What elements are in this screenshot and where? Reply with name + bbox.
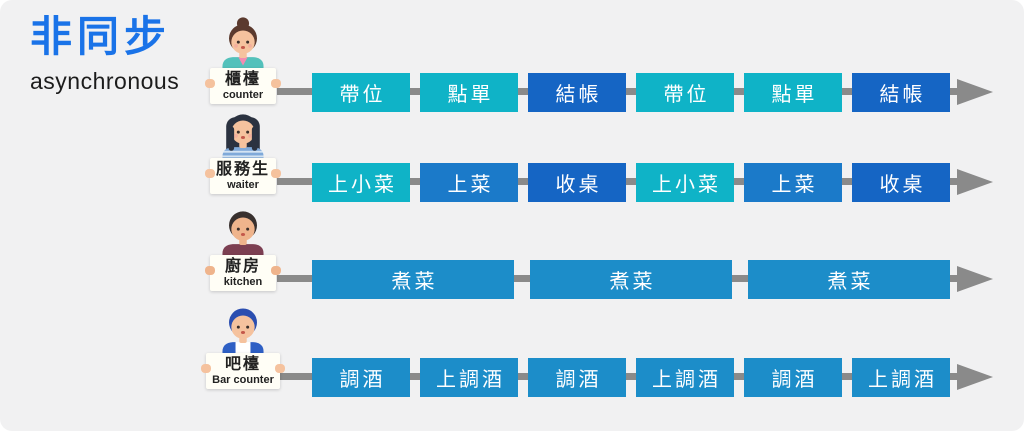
bar-man-avatar [222, 308, 264, 357]
task-box: 上小菜 [636, 163, 734, 202]
role-sign-bar: 吧檯 Bar counter [201, 353, 285, 389]
avatar [205, 301, 281, 357]
task-boxes: 煮菜煮菜煮菜 [312, 260, 950, 299]
role-label-en: Bar counter [212, 374, 274, 386]
role-sign-kitchen: 廚房 kitchen [205, 255, 281, 291]
task-box: 上調酒 [636, 358, 734, 397]
persona: 吧檯 Bar counter [193, 301, 293, 389]
kitchen-man-avatar [222, 211, 264, 259]
role-label-zh: 吧檯 [224, 356, 261, 373]
task-box: 調酒 [744, 358, 842, 397]
task-box: 調酒 [528, 358, 626, 397]
hand-left-icon [204, 169, 215, 178]
hand-left-icon [205, 266, 215, 275]
persona: 服務生 waiter [193, 106, 293, 194]
role-label-en: counter [222, 89, 264, 101]
waiter-woman-avatar [222, 114, 264, 162]
role-label-zh: 服務生 [215, 161, 270, 178]
task-box: 上調酒 [420, 358, 518, 397]
header: 非同步 asynchronous [30, 12, 179, 95]
task-box: 上小菜 [312, 163, 410, 202]
task-box: 煮菜 [748, 260, 950, 299]
arrow-right-icon [957, 169, 993, 195]
task-box: 煮菜 [312, 260, 514, 299]
task-box: 上菜 [420, 163, 518, 202]
hand-right-icon [271, 169, 281, 178]
task-box: 結帳 [852, 73, 950, 112]
role-label-en: kitchen [223, 276, 263, 288]
task-boxes: 帶位點單結帳帶位點單結帳 [312, 73, 950, 112]
role-label-zh: 廚房 [224, 258, 261, 275]
persona: 櫃檯 counter [193, 16, 293, 104]
arrow-right-icon [957, 364, 993, 390]
role-label-zh: 櫃檯 [224, 71, 261, 88]
hand-right-icon [271, 79, 281, 88]
hand-left-icon [205, 79, 215, 88]
page-subtitle: asynchronous [30, 68, 180, 94]
arrow-right-icon [957, 266, 993, 292]
task-box: 帶位 [636, 73, 734, 112]
hand-right-icon [271, 266, 281, 275]
task-box: 結帳 [528, 73, 626, 112]
task-boxes: 上小菜上菜收桌上小菜上菜收桌 [312, 163, 950, 202]
task-box: 點單 [744, 73, 842, 112]
task-box: 煮菜 [530, 260, 732, 299]
page-title: 非同步 [30, 13, 172, 60]
arrow-right-icon [957, 79, 993, 105]
task-box: 帶位 [312, 73, 410, 112]
avatar [205, 16, 281, 72]
role-sign-counter: 櫃檯 counter [205, 68, 281, 104]
task-box: 上調酒 [852, 358, 950, 397]
role-label-en: waiter [227, 179, 259, 191]
task-box: 收桌 [528, 163, 626, 202]
hand-left-icon [201, 364, 212, 373]
avatar [205, 106, 281, 162]
task-box: 上菜 [744, 163, 842, 202]
counter-woman-avatar [222, 17, 264, 72]
hand-right-icon [274, 364, 285, 373]
avatar [205, 203, 281, 259]
task-boxes: 調酒上調酒調酒上調酒調酒上調酒 [312, 358, 950, 397]
task-box: 調酒 [312, 358, 410, 397]
task-box: 收桌 [852, 163, 950, 202]
role-sign-waiter: 服務生 waiter [204, 158, 281, 194]
task-box: 點單 [420, 73, 518, 112]
persona: 廚房 kitchen [193, 203, 293, 291]
